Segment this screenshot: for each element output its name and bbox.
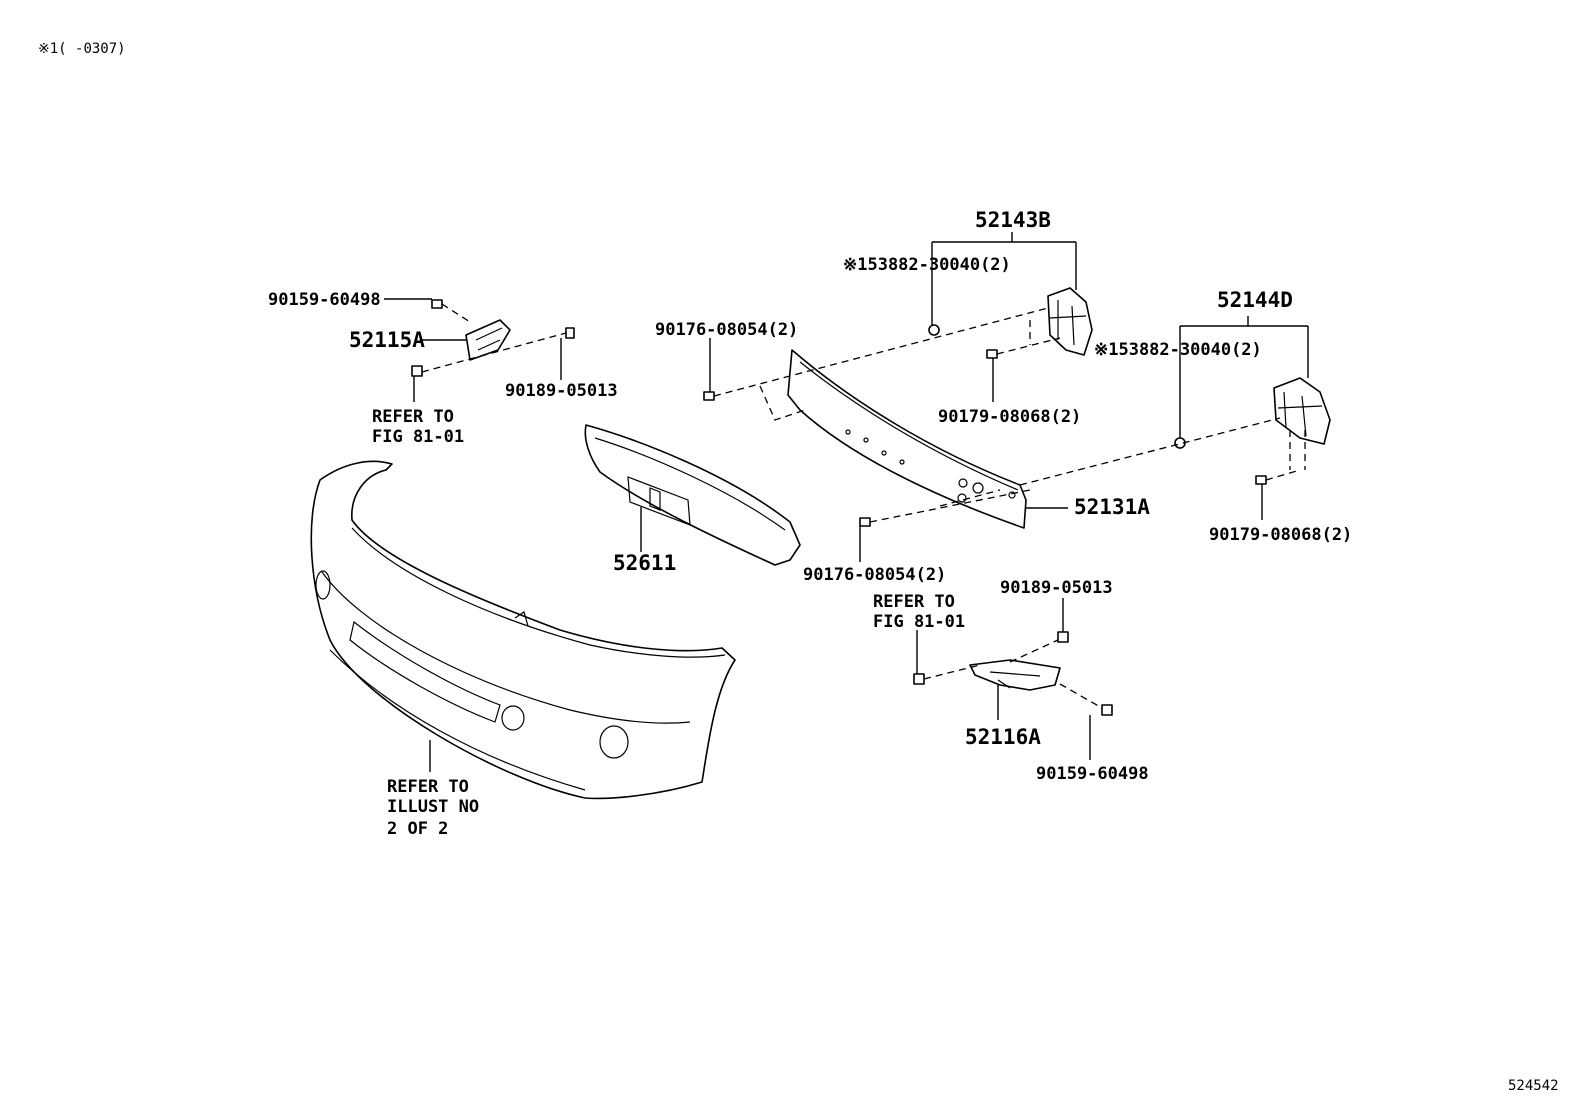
label-nut-90189-bottom: 90189-05013	[1000, 578, 1113, 598]
label-absorber-52611: 52611	[613, 551, 676, 575]
label-bracket-52115A: 52115A	[349, 328, 425, 352]
label-clip-90176-top: 90176-08054(2)	[655, 320, 798, 340]
part-labels: 90159-60498 52115A 90189-05013 REFER TO …	[268, 208, 1352, 839]
label-refer-fig-top-line2: FIG 81-01	[372, 427, 464, 447]
bracket-52115A-drawing	[465, 319, 511, 361]
clip-90179-left-icon	[986, 349, 998, 359]
nut-90189-top-icon	[565, 327, 575, 339]
leader-lines	[384, 232, 1309, 772]
clip-90176-bottom-icon	[859, 517, 871, 527]
bracket-52116A-drawing	[969, 659, 1061, 691]
label-refer-fig-bottom-line2: FIG 81-01	[873, 612, 965, 632]
label-bolt-90159-top: 90159-60498	[268, 290, 381, 310]
assembly-lines	[421, 303, 1306, 709]
illustration-id: 524542	[1508, 1078, 1559, 1094]
label-clip-90179-left: 90179-08068(2)	[938, 407, 1081, 427]
stay-52143B-drawing	[1047, 287, 1093, 356]
stay-52144D-drawing	[1273, 377, 1331, 445]
washer-left-icon	[928, 324, 940, 336]
label-clip-90176-bottom: 90176-08054(2)	[803, 565, 946, 585]
bolt-90159-top-icon	[431, 299, 443, 309]
nut-90189-bottom-icon	[1057, 631, 1069, 643]
absorber-52611-drawing	[584, 424, 801, 566]
label-nut-90189-top: 90189-05013	[505, 381, 618, 401]
label-reinforcement-52131A: 52131A	[1074, 495, 1150, 519]
bolt-90159-bottom-icon	[1101, 704, 1113, 716]
clip-90179-right-icon	[1255, 475, 1267, 485]
clip-90176-top-icon	[703, 391, 715, 401]
label-refer-fig-top-line1: REFER TO	[372, 407, 454, 427]
header-note: ※1( -0307)	[38, 41, 126, 57]
bumper-cover-drawing	[310, 460, 736, 800]
label-bolt-90159-bottom: 90159-60498	[1036, 764, 1149, 784]
label-clip-90179-right: 90179-08068(2)	[1209, 525, 1352, 545]
bolt-refer-bottom-icon	[913, 673, 925, 685]
bolt-refer-top-icon	[411, 365, 423, 377]
fastener-icons	[411, 299, 1267, 716]
label-washer-153882-right: ※153882-30040(2)	[1094, 340, 1262, 360]
reinforcement-52131A-drawing	[787, 349, 1027, 529]
label-washer-153882-left: ※153882-30040(2)	[843, 255, 1011, 275]
label-refer-illust-line2: ILLUST NO	[387, 797, 479, 817]
label-stay-52143B: 52143B	[975, 208, 1051, 232]
label-refer-fig-bottom-line1: REFER TO	[873, 592, 955, 612]
label-stay-52144D: 52144D	[1217, 288, 1293, 312]
label-refer-illust-line3: 2 OF 2	[387, 819, 448, 839]
label-refer-illust-line1: REFER TO	[387, 777, 469, 797]
label-bracket-52116A: 52116A	[965, 725, 1041, 749]
